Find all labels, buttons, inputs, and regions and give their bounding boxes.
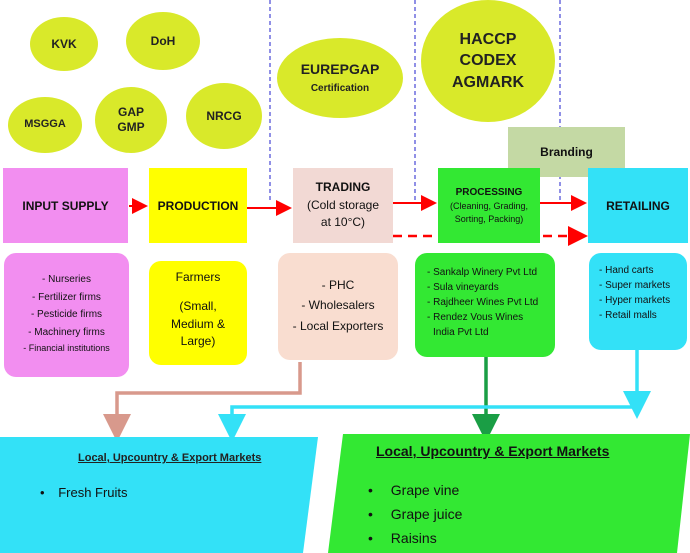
processed-market-item-label: Grape vine bbox=[390, 482, 460, 498]
processed-market-item: • Grape vine bbox=[368, 482, 459, 498]
processed-market-item: • Grape juice bbox=[368, 506, 462, 522]
regulator-msgga: MSGGA bbox=[8, 97, 82, 153]
regulator-haccp-label: HACCP bbox=[459, 30, 517, 48]
actor-item: - Super markets bbox=[599, 280, 671, 291]
actor-item: - PHC bbox=[321, 278, 355, 292]
stage-input-supply: INPUT SUPPLY bbox=[3, 168, 128, 243]
actors-input-supply: - Nurseries - Fertilizer firms - Pestici… bbox=[4, 253, 129, 377]
actor-item: - Fertilizer firms bbox=[32, 291, 101, 303]
stage-processing-sub-1: (Cleaning, Grading, bbox=[449, 200, 529, 211]
regulator-kvk: KVK bbox=[30, 17, 98, 71]
stage-processing: PROCESSING (Cleaning, Grading, Sorting, … bbox=[438, 168, 540, 243]
actor-item: - Rajdheer Wines Pvt Ltd bbox=[427, 297, 539, 308]
stage-processing-label: PROCESSING bbox=[455, 186, 523, 198]
fresh-market-item: • Fresh Fruits bbox=[40, 485, 128, 500]
regulator-kvk-label: KVK bbox=[51, 36, 77, 51]
stage-production: PRODUCTION bbox=[149, 168, 247, 243]
actor-item: - Sankalp Winery Pvt Ltd bbox=[427, 267, 538, 278]
regulator-nrcg-label: NRCG bbox=[206, 108, 242, 123]
processed-market-item-label: Raisins bbox=[390, 530, 437, 546]
actor-farmers: Farmers bbox=[175, 270, 221, 284]
regulator-gap-label: GAP bbox=[117, 105, 144, 119]
stage-retailing-label: RETAILING bbox=[606, 198, 670, 213]
fresh-market: Local, Upcountry & Export Markets • Fres… bbox=[0, 437, 318, 553]
processed-market-item: • Raisins bbox=[368, 530, 437, 546]
actor-farmers-size-2: Medium & bbox=[170, 316, 226, 331]
stage-retailing: RETAILING bbox=[588, 168, 688, 243]
actor-item: - Hyper markets bbox=[599, 295, 671, 306]
processed-market-shape bbox=[328, 434, 690, 553]
arrow-retailing-to-markets bbox=[218, 350, 639, 442]
regulator-gap-gmp: GAP GMP bbox=[95, 87, 167, 153]
stage-processing-sub-2: Sorting, Packing) bbox=[454, 213, 524, 224]
actor-item: - Hand carts bbox=[599, 265, 654, 276]
regulator-agmark-label: AGMARK bbox=[452, 73, 524, 91]
actor-item: - Rendez Vous Wines bbox=[427, 312, 524, 323]
arrow-trading-to-fresh-market bbox=[103, 362, 302, 442]
actors-processing: - Sankalp Winery Pvt Ltd - Sula vineyard… bbox=[415, 253, 555, 357]
regulator-gmp-label: GMP bbox=[117, 120, 145, 134]
actor-item: - Retail malls bbox=[599, 310, 657, 321]
bullet-icon: • bbox=[368, 506, 373, 522]
actors-retailing: - Hand carts - Super markets - Hyper mar… bbox=[589, 253, 687, 350]
stage-trading-sub-1: (Cold storage bbox=[306, 197, 380, 212]
fresh-market-shape bbox=[0, 437, 318, 553]
actor-item: - Sula vineyards bbox=[427, 282, 499, 293]
processed-market: Local, Upcountry & Export Markets • Grap… bbox=[328, 434, 690, 553]
regulator-eurepgap-label: EUREPGAP bbox=[300, 61, 380, 77]
stage-trading-sub-2: at 10°C) bbox=[320, 215, 366, 230]
actor-farmers-size-3: Large) bbox=[180, 334, 216, 349]
regulator-nrcg: NRCG bbox=[186, 83, 262, 149]
actor-item: - Pesticide firms bbox=[30, 309, 103, 320]
fresh-market-title: Local, Upcountry & Export Markets bbox=[78, 452, 262, 464]
regulator-eurepgap-sub: Certification bbox=[310, 82, 370, 94]
stage-trading-label: TRADING bbox=[315, 180, 371, 195]
processed-market-item-label: Grape juice bbox=[390, 506, 463, 522]
regulator-doh: DoH bbox=[126, 12, 200, 70]
regulator-doh-label: DoH bbox=[150, 33, 176, 48]
fresh-market-item-label: Fresh Fruits bbox=[58, 485, 128, 500]
bullet-icon: • bbox=[368, 482, 373, 498]
bullet-icon: • bbox=[40, 485, 45, 500]
actor-item: - Nurseries bbox=[42, 274, 91, 285]
regulator-codex-label: CODEX bbox=[459, 52, 517, 70]
stage-trading: TRADING (Cold storage at 10°C) bbox=[293, 168, 393, 243]
processed-market-title: Local, Upcountry & Export Markets bbox=[376, 443, 610, 459]
actor-farmers-size-1: (Small, bbox=[179, 299, 217, 314]
actor-item: - Machinery firms bbox=[28, 326, 105, 338]
regulator-eurepgap: EUREPGAP Certification bbox=[277, 38, 403, 118]
actor-item: India Pvt Ltd bbox=[433, 327, 489, 338]
stage-production-label: PRODUCTION bbox=[157, 198, 239, 213]
stage-input-supply-label: INPUT SUPPLY bbox=[22, 198, 109, 213]
branding-label: Branding bbox=[540, 145, 593, 159]
actors-trading: - PHC - Wholesalers - Local Exporters bbox=[278, 253, 398, 360]
actor-item: - Local Exporters bbox=[292, 318, 384, 333]
bullet-icon: • bbox=[368, 530, 373, 546]
regulator-msgga-label: MSGGA bbox=[24, 118, 66, 131]
actor-item: - Wholesalers bbox=[301, 298, 375, 313]
regulator-haccp: HACCP CODEX AGMARK bbox=[421, 0, 555, 122]
actor-item: - Financial institutions bbox=[23, 343, 110, 353]
actors-production: Farmers (Small, Medium & Large) bbox=[149, 261, 247, 365]
